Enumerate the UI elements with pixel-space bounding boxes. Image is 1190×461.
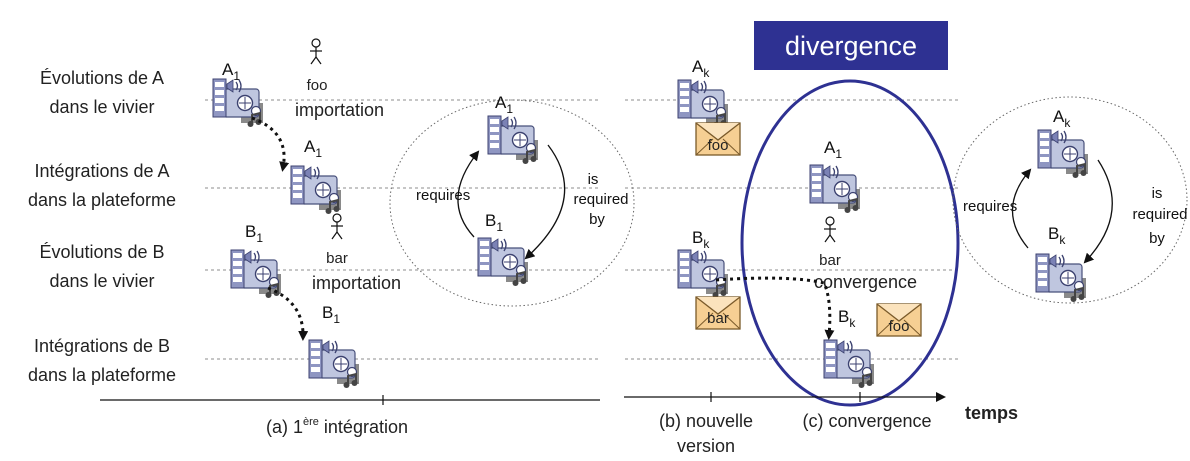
row-label-a-evolution-line2: dans le vivier	[49, 97, 154, 117]
time-axis: (a) 1ère intégration (b) nouvelle versio…	[100, 392, 1018, 456]
loop-label-by-a: by	[589, 211, 605, 228]
phase-label-a: (a) 1ère intégration	[266, 416, 408, 437]
mail-label-bar-b: bar	[707, 310, 729, 327]
component-icon	[677, 249, 729, 299]
actor-label-bar-c: bar	[819, 252, 841, 269]
required-by-arrow-a	[524, 144, 566, 260]
component-label-a1-loop: A1	[495, 93, 513, 116]
row-label-a-integration-line2: dans la plateforme	[28, 190, 176, 210]
component-icon	[212, 78, 264, 128]
component-icon	[487, 115, 539, 165]
row-labels: Évolutions de A dans le vivier Intégrati…	[28, 68, 176, 385]
component-icon	[677, 79, 729, 129]
component-icon	[823, 339, 875, 389]
loop-label-is-k: is	[1152, 185, 1163, 202]
requires-arrow-a	[457, 150, 480, 238]
component-label-ak-loop: Ak	[1053, 107, 1071, 130]
component-label-b1-integration: B1	[322, 303, 340, 326]
row-label-a-evolution-line1: Évolutions de A	[40, 68, 164, 88]
divergence-ellipse	[740, 79, 960, 407]
divergence-label: divergence	[785, 31, 917, 61]
component-label-bk-loop: Bk	[1048, 224, 1066, 247]
component-label-bk-evolution: Bk	[692, 228, 710, 251]
component-icon	[290, 165, 342, 215]
requires-arrow-k	[1011, 168, 1032, 249]
actor-icon	[309, 38, 323, 65]
component-icon	[809, 164, 861, 214]
component-label-bk-integration: Bk	[838, 307, 856, 330]
phase-label-b-line2: version	[677, 436, 735, 456]
row-label-b-integration-line1: Intégrations de B	[34, 336, 170, 356]
actor-label-bar: bar	[326, 250, 348, 267]
axis-label-temps: temps	[965, 403, 1018, 423]
divergence-box	[754, 21, 948, 70]
import-arrow-b	[267, 286, 309, 341]
loop-label-required-a: required	[573, 191, 628, 208]
loop-label-required-k: required	[1132, 206, 1187, 223]
convergence-arrow	[715, 276, 835, 340]
component-icon	[308, 339, 360, 389]
mail-label-foo-c: foo	[889, 318, 910, 335]
actor-icon	[823, 216, 837, 243]
component-label-b1-evolution: B1	[245, 222, 263, 245]
loop-label-requires-a: requires	[416, 187, 470, 204]
component-icon	[477, 237, 529, 287]
row-label-b-evolution-line1: Évolutions de B	[39, 242, 164, 262]
row-label-b-evolution-line2: dans le vivier	[49, 271, 154, 291]
mail-label-foo-b: foo	[708, 137, 729, 154]
phase-label-c: (c) convergence	[802, 411, 931, 431]
actor-icon	[330, 213, 344, 240]
event-label-importation-a: importation	[295, 100, 384, 120]
event-label-importation-b: importation	[312, 273, 401, 293]
row-label-a-integration-line1: Intégrations de A	[34, 161, 169, 181]
component-icon	[1035, 253, 1087, 303]
component-label-a1-integration: A1	[304, 137, 322, 160]
import-arrow-a	[251, 116, 290, 172]
loop-label-is-a: is	[588, 171, 599, 188]
component-label-a1-phase-c: A1	[824, 138, 842, 161]
phase-a: A1 foo importation A1 B1 bar importation…	[212, 38, 635, 389]
dependency-ellipse-a	[389, 99, 635, 307]
component-label-ak-evolution: Ak	[692, 57, 710, 80]
component-icon	[230, 249, 282, 299]
loop-label-by-k: by	[1149, 230, 1165, 247]
event-label-convergence: convergence	[814, 272, 917, 292]
loop-label-requires-k: requires	[963, 198, 1017, 215]
required-by-arrow-k	[1083, 159, 1113, 264]
row-label-b-integration-line2: dans la plateforme	[28, 365, 176, 385]
dependency-ellipse-k	[952, 96, 1188, 304]
phase-bc: divergence Ak foo A1 Bk bar bar converge…	[677, 21, 1188, 407]
phase-label-b-line1: (b) nouvelle	[659, 411, 753, 431]
component-label-a1-evolution: A1	[222, 60, 240, 83]
component-label-b1-loop: B1	[485, 211, 503, 234]
actor-label-foo: foo	[307, 77, 328, 94]
component-icon	[1037, 129, 1089, 179]
